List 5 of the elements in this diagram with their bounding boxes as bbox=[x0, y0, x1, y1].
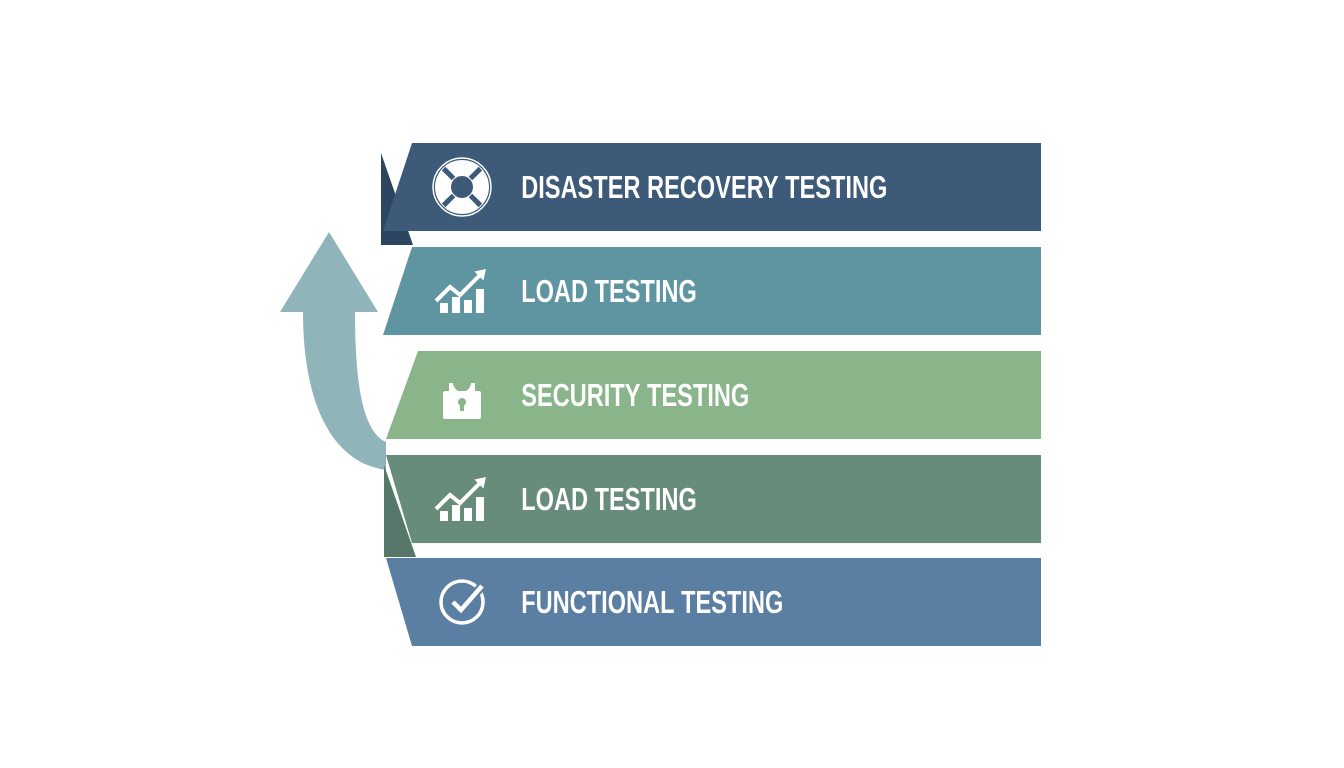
band: SECURITY TESTING bbox=[386, 351, 1041, 439]
band: LOAD TESTING bbox=[384, 455, 1041, 557]
band: DISASTER RECOVERY TESTING bbox=[381, 143, 1041, 245]
band: LOAD TESTING bbox=[383, 247, 1041, 335]
band: FUNCTIONAL TESTING bbox=[386, 558, 1041, 646]
